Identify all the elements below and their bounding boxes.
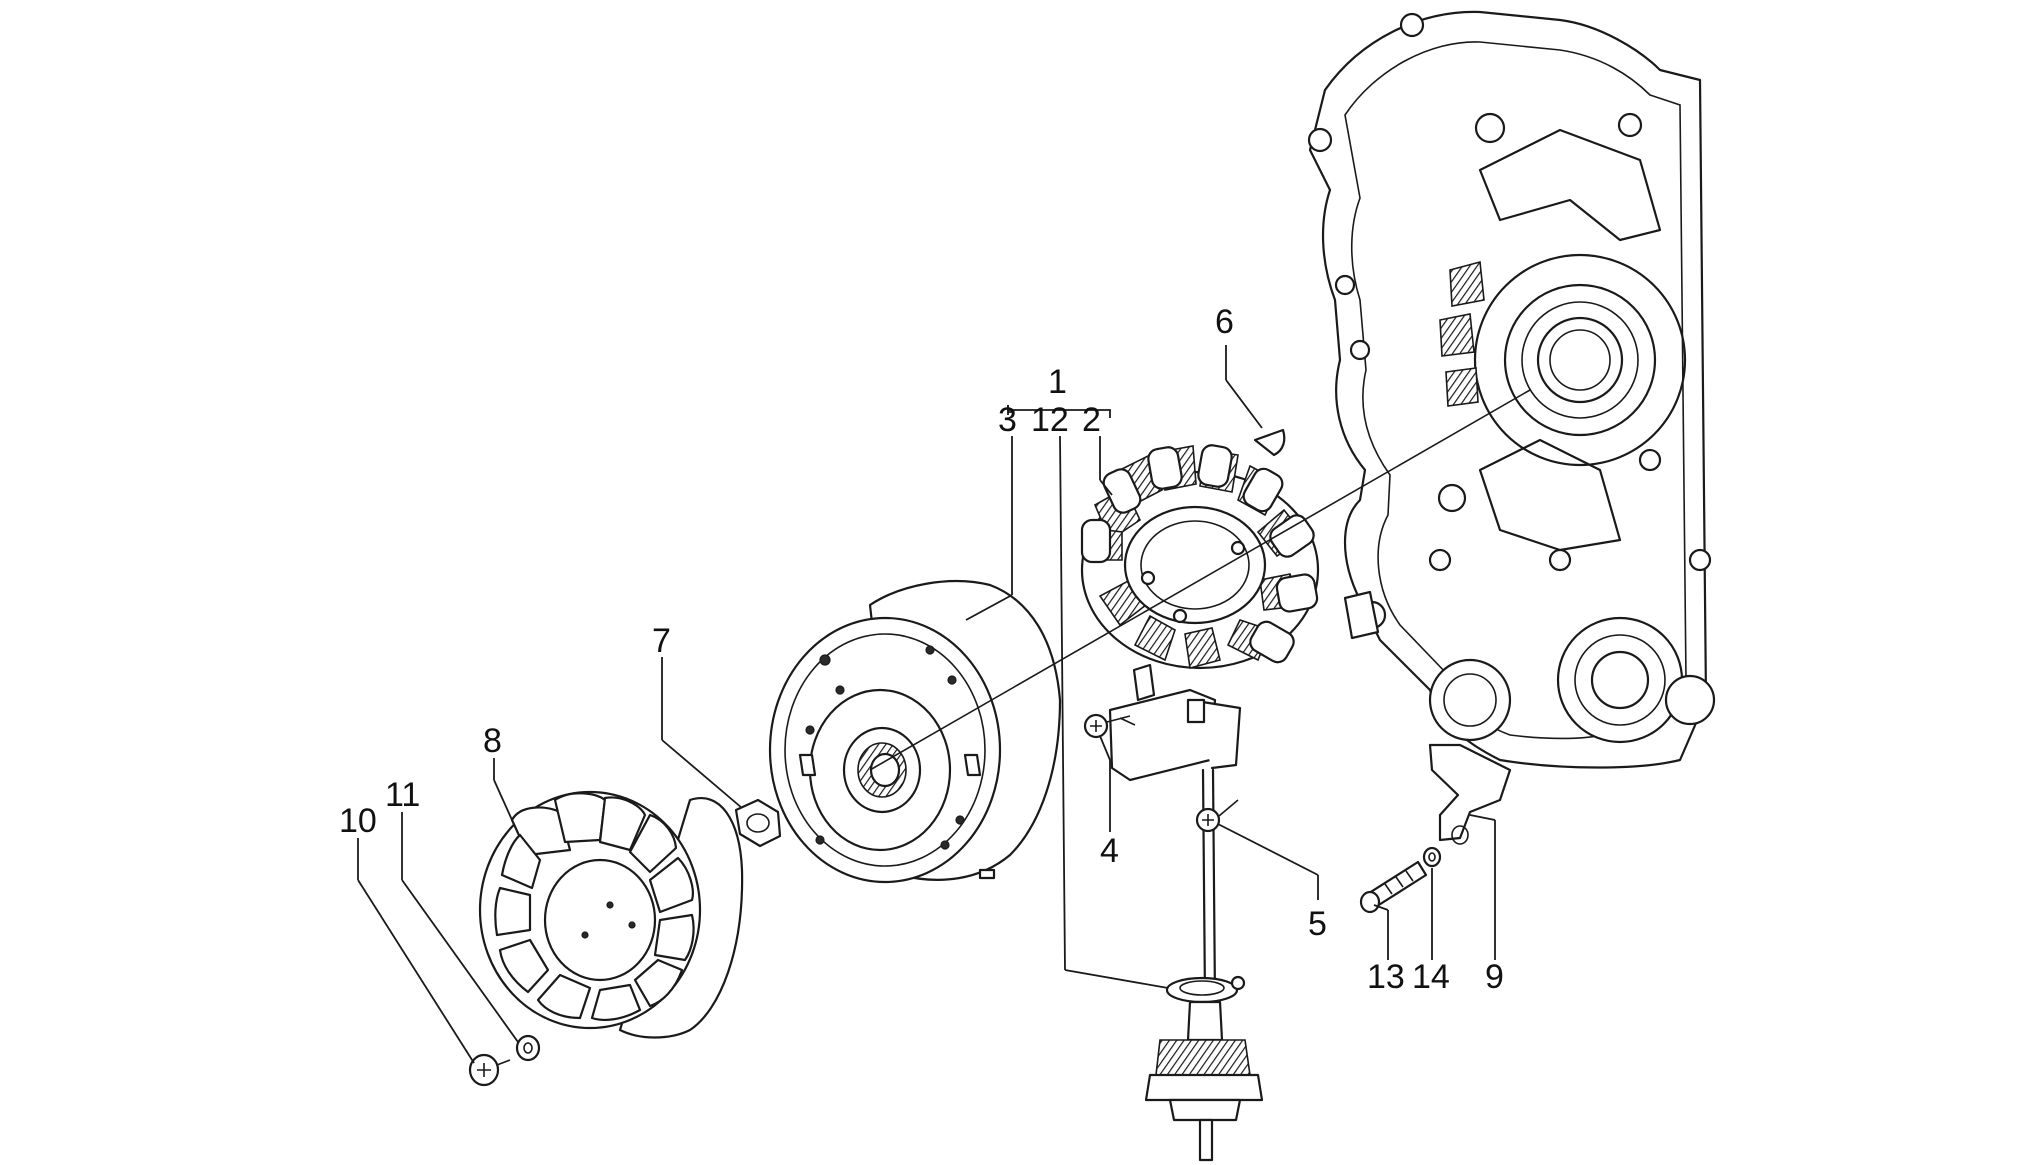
callout-14: 14	[1412, 958, 1450, 996]
callout-labels: 1 3 12 2 6 7 8 11 10 4 5 13 14 9	[339, 303, 1504, 996]
fan-blades	[494, 792, 695, 1021]
callout-12: 12	[1031, 401, 1069, 439]
flywheel-nut	[734, 798, 782, 848]
callout-6: 6	[1215, 303, 1234, 341]
leader-lines	[357, 345, 1496, 1064]
fan-washer	[515, 1034, 541, 1062]
callout-10: 10	[339, 802, 377, 840]
callout-7: 7	[652, 622, 671, 660]
callout-1: 1	[1048, 363, 1067, 401]
callout-5: 5	[1308, 905, 1327, 943]
callout-8: 8	[483, 722, 502, 760]
woodruff-key	[1253, 428, 1286, 457]
stator-screw-upper	[1083, 713, 1131, 739]
wiring-connector	[1144, 1000, 1264, 1162]
callout-9: 9	[1485, 958, 1504, 996]
callout-4: 4	[1100, 832, 1119, 870]
cable-clip	[1165, 975, 1246, 1004]
callout-13: 13	[1367, 958, 1405, 996]
callout-2: 2	[1082, 401, 1101, 439]
stator-screw-lower	[1195, 799, 1239, 833]
flywheel-rotor	[768, 579, 1062, 884]
stator-pole-caps	[1080, 444, 1319, 664]
bracket-washer	[1422, 846, 1442, 868]
fan-screw	[468, 1053, 511, 1087]
bracket-bolt	[1359, 860, 1428, 914]
crankcase-housing	[1307, 10, 1716, 769]
assembly-axis-line	[869, 389, 1531, 771]
callout-11: 11	[385, 776, 420, 814]
stator-coil	[1080, 444, 1320, 1002]
cooling-fan	[478, 790, 744, 1039]
callout-3: 3	[998, 401, 1017, 439]
cable-bracket	[1428, 743, 1512, 845]
